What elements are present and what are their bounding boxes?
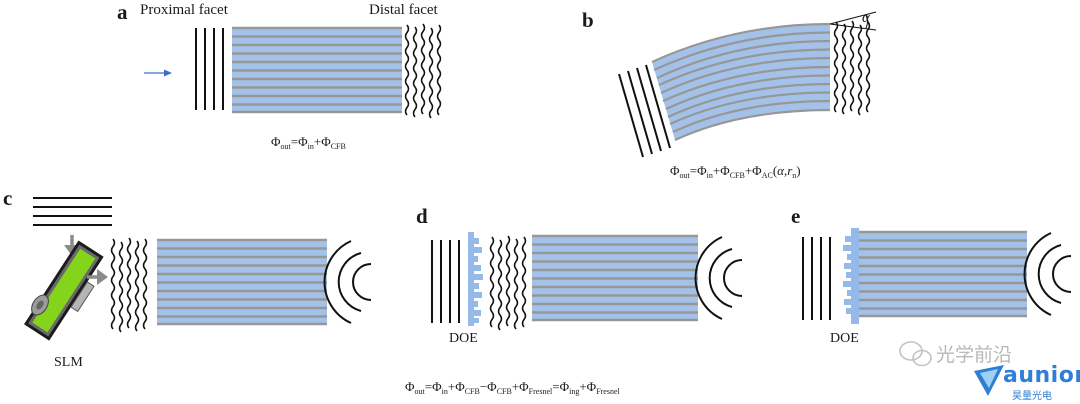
focusing-wavefronts — [694, 236, 743, 320]
panel-e-diagram — [802, 228, 1072, 324]
fiber-bundle — [232, 26, 402, 114]
slm-label: SLM — [54, 355, 83, 370]
brand-subtitle: 昊量光电 — [1012, 391, 1052, 402]
distal-facet-label: Distal facet — [369, 2, 438, 18]
plane-wavefronts — [195, 28, 224, 110]
diffractive-optical-element — [468, 232, 483, 326]
equation-a: Φout=Φin+ΦCFB — [271, 134, 346, 151]
distorted-wavefronts — [833, 20, 871, 116]
diffractive-optical-element — [843, 228, 859, 324]
focusing-wavefronts — [1023, 232, 1072, 316]
doe-label: DOE — [830, 331, 859, 346]
focusing-wavefronts — [323, 240, 372, 324]
reflected-arrow — [87, 269, 108, 285]
plane-wavefronts — [431, 240, 460, 323]
incident-arrow — [144, 69, 172, 77]
panel-c-diagram — [24, 197, 372, 341]
equation-d: Φout=Φin+ΦCFB−ΦCFB+ΦFresnel=Φing+ΦFresne… — [405, 379, 620, 396]
equation-b: Φout=Φin+ΦCFB+ΦAC(α,rn) — [670, 163, 801, 180]
wechat-icon — [899, 341, 932, 367]
plane-wavefronts — [618, 64, 671, 158]
panel-c-letter: c — [3, 186, 13, 210]
panel-d-letter: d — [416, 204, 428, 228]
spatial-light-modulator — [24, 240, 104, 341]
panel-e-letter: e — [791, 204, 801, 228]
panel-a-diagram — [144, 23, 442, 119]
watermark-text: 光学前沿 — [936, 344, 1013, 366]
aunion-logo-icon — [974, 365, 1004, 396]
distorted-wavefronts — [489, 235, 527, 331]
panel-b-letter: b — [582, 8, 594, 32]
fiber-bundle — [157, 238, 327, 326]
bent-fiber-bundle — [651, 22, 831, 141]
tilt-angle-indicator — [829, 11, 877, 31]
tilt-angle-symbol: α — [862, 10, 870, 26]
brand-name: aunion — [1003, 363, 1080, 388]
plane-wavefronts — [33, 197, 112, 226]
plane-wavefronts — [802, 237, 831, 320]
shaped-wavefronts — [110, 237, 148, 333]
doe-label: DOE — [449, 331, 478, 346]
panel-d-diagram — [431, 232, 743, 331]
panel-b-diagram — [618, 11, 877, 158]
proximal-facet-label: Proximal facet — [140, 2, 228, 18]
fiber-bundle — [859, 230, 1027, 318]
panel-a-letter: a — [117, 0, 128, 24]
fiber-bundle — [532, 234, 698, 322]
distorted-wavefronts — [404, 23, 442, 119]
